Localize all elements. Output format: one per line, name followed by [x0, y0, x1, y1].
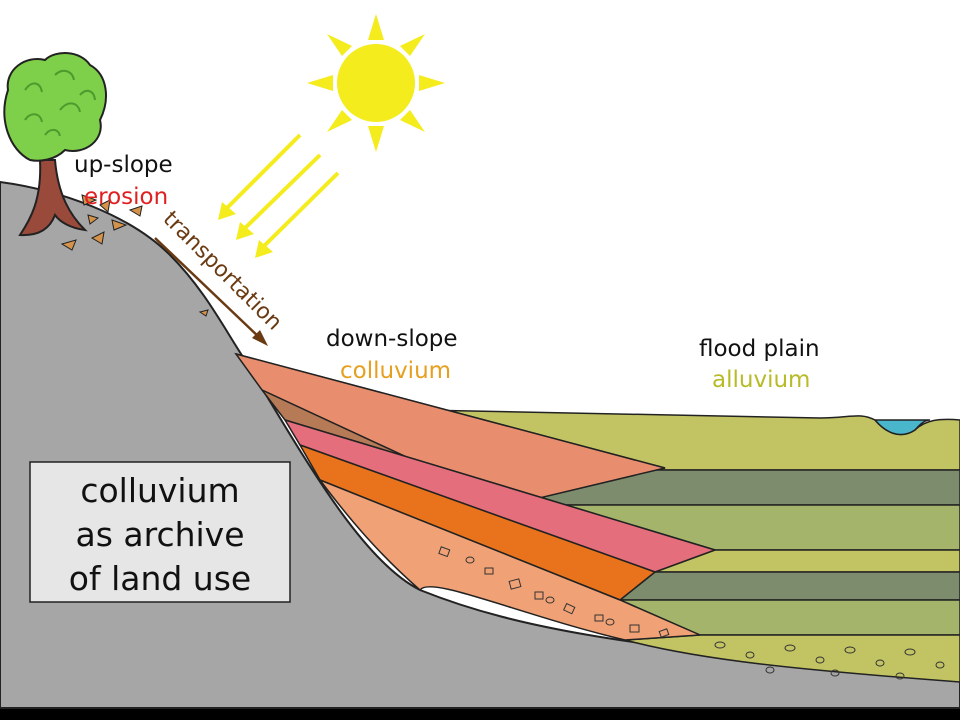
erosion-fragments [60, 194, 209, 317]
alluvium-label: alluvium [712, 367, 810, 393]
sunlight-arrows [218, 133, 340, 258]
gravel-pebbles [438, 546, 945, 680]
floodplain-label: flood plain [699, 336, 820, 362]
sun-icon [307, 14, 445, 152]
erosion-label: erosion [84, 184, 168, 210]
colluvium-label: colluvium [340, 358, 451, 384]
caption-line-3: of land use [69, 559, 251, 598]
upslope-label: up-slope [74, 152, 173, 178]
river-channel [873, 419, 931, 436]
caption-line-1: colluvium [80, 471, 239, 510]
caption-box: colluvium as archive of land use [29, 461, 291, 603]
bottom-bar [0, 708, 960, 720]
downslope-label: down-slope [326, 326, 458, 352]
tree-icon [3, 52, 107, 237]
transportation-arrow [154, 237, 268, 346]
caption-line-2: as archive [75, 515, 244, 554]
colluvium-layers [234, 352, 718, 641]
colluvium-gravel-lower [317, 478, 701, 641]
alluvium-dark-lower [617, 571, 960, 601]
alluvium-gravel-base [624, 634, 960, 683]
